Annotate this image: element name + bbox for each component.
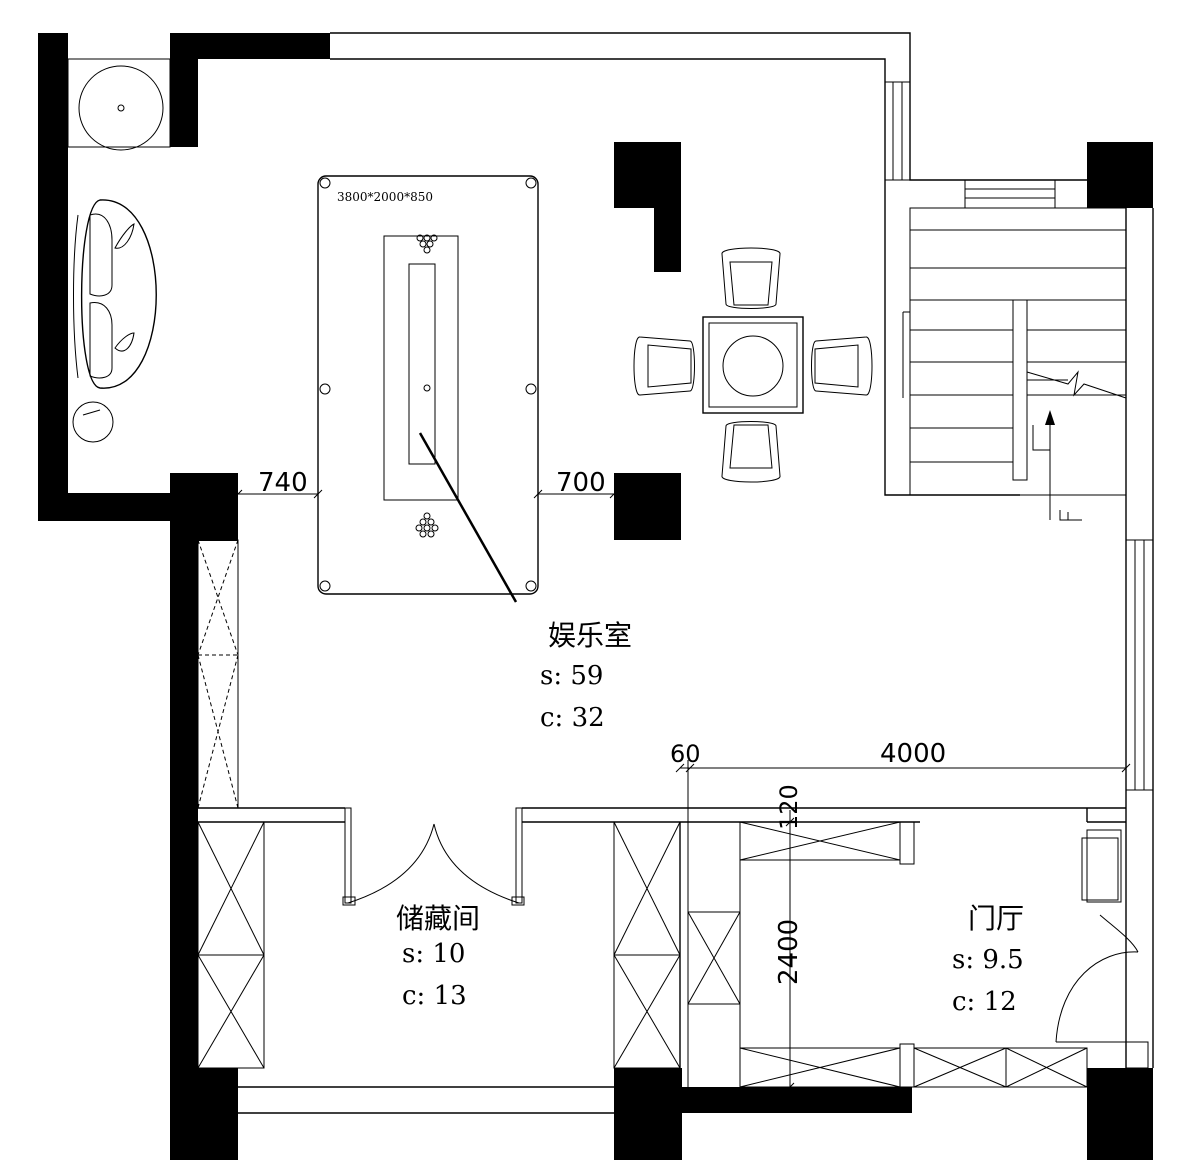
dim-foyer-depth: 2400 [774,919,804,985]
dimension-lines [233,489,1131,1092]
room-label-foyer: 门厅 s: 9.5 c: 12 [952,902,1024,1017]
billiard-table: 3800*2000*850 [317,175,539,603]
room-name: 门厅 [968,902,1024,935]
round-side-table [67,58,171,151]
room-name: 储藏间 [396,902,480,935]
chair-bottom [721,421,781,483]
chair-top [721,247,781,309]
dim-small-offset: 60 [670,740,701,768]
rack-bottom [415,512,439,538]
dim-wall-thickness: 120 [775,784,803,830]
room-label-storage: 储藏间 s: 10 c: 13 [396,902,480,1011]
window-top [884,81,1056,209]
room-area: s: 59 [540,661,603,691]
sofa [72,199,157,443]
storage-cabinets [197,821,1088,1088]
storage-double-door [342,807,525,906]
dim-left-gap: 740 [258,468,308,498]
room-circumference: c: 32 [540,703,605,733]
foyer-door [1055,829,1149,1069]
room-circumference: c: 13 [402,981,467,1011]
room-circumference: c: 12 [952,987,1017,1017]
chair-left [633,336,695,396]
left-dashed-wardrobe [197,539,239,809]
room-area: s: 10 [402,939,465,969]
dim-right-gap: 700 [556,468,606,498]
walls [38,33,1153,1160]
dining-set [633,247,873,483]
room-label-entertainment: 娱乐室 s: 59 c: 32 [540,619,632,733]
window-right [1126,539,1153,791]
room-name: 娱乐室 [548,619,632,652]
dim-corridor-length: 4000 [880,739,946,769]
room-area: s: 9.5 [952,945,1024,975]
rack-top [416,234,438,254]
staircase [902,207,1127,521]
billiard-size-label: 3800*2000*850 [337,190,433,204]
chair-right [811,336,873,396]
